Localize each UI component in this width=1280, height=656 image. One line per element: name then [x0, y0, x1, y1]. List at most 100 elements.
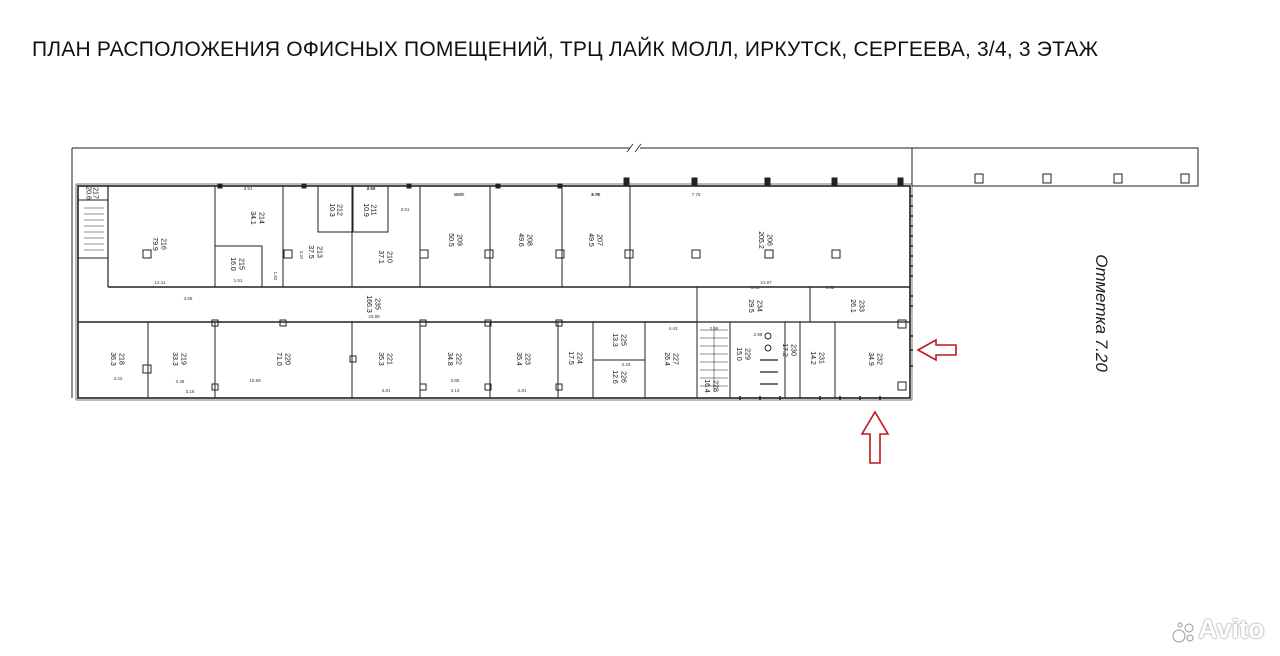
room-area: 37.5 — [307, 245, 314, 259]
room-area: 16.0 — [229, 257, 236, 271]
dimension-label: 10.69 — [249, 378, 261, 383]
room-number: 225 — [620, 334, 627, 346]
room-number: 233 — [858, 300, 865, 312]
room-area: 34.1 — [249, 211, 256, 225]
dimension-label: 5.40 — [456, 192, 465, 197]
room-area: 26.4 — [663, 352, 670, 366]
dimension-label: 8.43 — [751, 285, 760, 290]
dimension-label: 2.65 — [367, 186, 376, 191]
room-area: 10.9 — [362, 203, 369, 217]
room-number: 222 — [455, 353, 462, 365]
room-number: 229 — [744, 348, 751, 360]
room-number: 206 — [766, 234, 773, 246]
dimension-label: 2.81 — [518, 388, 527, 393]
room-area: 34.8 — [446, 352, 453, 366]
room-number: 210 — [386, 251, 393, 263]
room-area: 205.2 — [757, 231, 764, 249]
dimension-label: 7.75 — [692, 192, 701, 197]
room-area: 71.0 — [275, 352, 282, 366]
dimension-label: 3.79 — [591, 192, 600, 197]
room-number: 230 — [790, 344, 797, 356]
room-number: 218 — [118, 353, 125, 365]
room-area: 29.5 — [747, 299, 754, 313]
dimension-label: 8.62 — [826, 285, 835, 290]
dimension-label: 3.97 — [367, 186, 376, 191]
room-number: 211 — [370, 204, 377, 215]
room-number: 213 — [316, 246, 323, 258]
room-number: 217 — [92, 187, 99, 199]
room-area: 17.2 — [781, 343, 788, 357]
dimension-label: 4.22 — [114, 376, 123, 381]
elevation-label: Отметка 7.20 — [1092, 254, 1111, 372]
room-number: 215 — [238, 258, 245, 270]
dimension-label: 23.98 — [368, 314, 380, 319]
dimension-label: 3.37 — [299, 251, 304, 260]
room-area: 36.3 — [109, 352, 116, 366]
room-area: 15.0 — [735, 347, 742, 361]
entrance-arrow-left — [916, 338, 957, 362]
room-number: 226 — [620, 371, 627, 383]
dimension-label: 3.16 — [186, 389, 195, 394]
room-area: 14.2 — [809, 351, 816, 365]
entrance-arrow-up — [860, 410, 890, 464]
dimension-label: 1.82 — [273, 272, 278, 281]
page-title: ПЛАН РАСПОЛОЖЕНИЯ ОФИСНЫХ ПОМЕЩЕНИЙ, ТРЦ… — [32, 38, 1099, 61]
room-number: 221 — [386, 353, 393, 365]
room-area: 16.4 — [703, 379, 710, 393]
room-area: 12.6 — [611, 370, 618, 384]
dimension-label: 12.11 — [155, 280, 166, 285]
room-number: 212 — [336, 204, 343, 216]
dimension-label: 2.43 — [622, 362, 631, 367]
room-area: 49.5 — [587, 233, 594, 247]
room-area: 49.6 — [517, 233, 524, 247]
dimension-label: 3.91 — [244, 186, 253, 191]
room-area: 10.3 — [328, 203, 335, 217]
dimension-label: 2.98 — [754, 332, 763, 337]
dimension-label: 4.43 — [669, 326, 678, 331]
dimension-label: 5.97 — [454, 192, 463, 197]
room-number: 216 — [160, 238, 167, 250]
dimension-label: 3.51 — [401, 207, 410, 212]
room-number: 227 — [672, 353, 679, 365]
room-number: 234 — [756, 300, 763, 312]
room-area: 166.3 — [365, 295, 372, 313]
room-number: 214 — [258, 212, 265, 224]
room-area: 17.5 — [567, 351, 574, 365]
elevation-label-box: Отметка 7.20 — [1086, 248, 1116, 378]
room-area: 13.3 — [611, 333, 618, 347]
dimension-label: 2.58 — [710, 326, 719, 331]
room-number: 235 — [374, 298, 381, 310]
room-area: 37.1 — [377, 250, 384, 264]
room-area: 20.6 — [85, 186, 92, 200]
room-area: 35.3 — [377, 352, 384, 366]
room-number: 220 — [284, 353, 291, 365]
room-area: 34.9 — [867, 352, 874, 366]
room-number: 209 — [456, 234, 463, 246]
watermark: Avito — [1198, 614, 1265, 644]
room-number: 208 — [526, 234, 533, 246]
room-number: 228 — [712, 380, 719, 392]
